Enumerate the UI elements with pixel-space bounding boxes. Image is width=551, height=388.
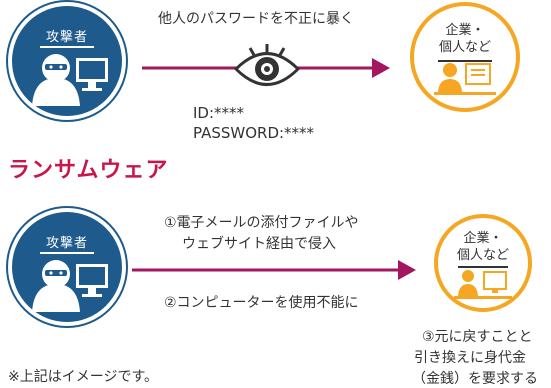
eye-icon — [233, 44, 301, 86]
hacker-at-computer-icon — [32, 54, 108, 106]
victim-divider-bottom — [458, 266, 508, 268]
step3-line-1: ③元に戻すことと — [422, 329, 533, 345]
hacker-at-computer-icon — [32, 260, 108, 312]
attacker-divider — [40, 46, 94, 48]
victim-circle-bottom: 企業・ 個人など — [434, 214, 532, 312]
victim-label-bottom-line-1: 企業・ — [463, 231, 503, 246]
ransomware-title: ランサムウェア — [8, 158, 169, 183]
step3-line-3: （金銭）を要求する — [412, 371, 538, 387]
step1-line-1: ①電子メールの添付ファイルや — [164, 215, 359, 231]
office-worker-icon — [434, 63, 496, 95]
disclaimer-note: ※上記はイメージです。 — [8, 369, 159, 385]
credential-id: ID:**** — [193, 104, 245, 122]
victim-label-bottom-line-2: 個人など — [456, 248, 509, 263]
arrow-to-victim-bottom — [132, 260, 416, 280]
victim-divider — [438, 60, 492, 62]
step2-text: ②コンピューターを使用不能に — [164, 295, 359, 311]
credential-password: PASSWORD:**** — [193, 124, 315, 142]
victim-label-bottom: 企業・ 個人など — [438, 230, 528, 264]
step3-line-2: 引き換えに身代金 — [414, 350, 526, 366]
office-worker-icon — [454, 270, 512, 299]
attacker-circle-bottom: 攻撃者 — [8, 208, 126, 326]
victim-label: 企業・ 個人など — [414, 22, 516, 56]
victim-label-line-2: 個人など — [438, 40, 491, 55]
attacker-divider-bottom — [40, 252, 94, 254]
step1-line-2: ウェブサイト経由で侵入 — [182, 236, 336, 252]
victim-circle-top: 企業・ 個人など — [410, 2, 520, 112]
attacker-label-bottom: 攻撃者 — [45, 236, 88, 251]
attacker-circle-top: 攻撃者 — [8, 2, 126, 120]
victim-label-line-1: 企業・ — [445, 23, 485, 38]
attacker-label: 攻撃者 — [45, 30, 88, 45]
password-caption: 他人のパスワードを不正に暴く — [158, 11, 354, 27]
